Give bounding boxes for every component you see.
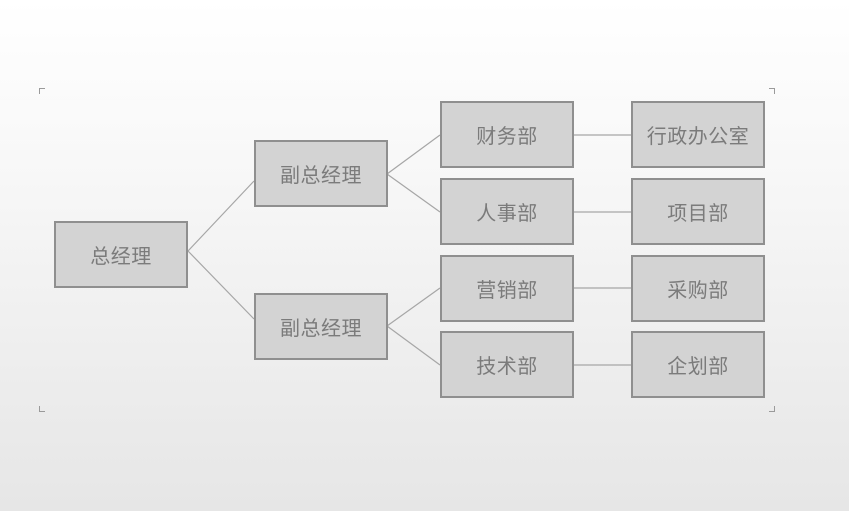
frame-corner-top-left xyxy=(39,88,45,94)
connector-deputy-2-marketing xyxy=(386,287,441,327)
connector-deputy-2-tech xyxy=(386,325,441,366)
node-marketing-department[interactable]: 营销部 xyxy=(440,255,574,322)
connector-root-deputy-1 xyxy=(187,180,255,252)
connector-root-deputy-2 xyxy=(187,250,255,320)
node-deputy-general-manager-1[interactable]: 副总经理 xyxy=(254,140,388,207)
connector-deputy-1-hr xyxy=(386,173,441,213)
node-admin-office[interactable]: 行政办公室 xyxy=(631,101,765,168)
connector-deputy-1-finance xyxy=(386,134,441,175)
frame-corner-bottom-left xyxy=(39,406,45,412)
node-project-department[interactable]: 项目部 xyxy=(631,178,765,245)
node-deputy-general-manager-2[interactable]: 副总经理 xyxy=(254,293,388,360)
frame-corner-top-right xyxy=(769,88,775,94)
node-general-manager[interactable]: 总经理 xyxy=(54,221,188,288)
frame-corner-bottom-right xyxy=(769,406,775,412)
node-planning-department[interactable]: 企划部 xyxy=(631,331,765,398)
node-hr-department[interactable]: 人事部 xyxy=(440,178,574,245)
node-technology-department[interactable]: 技术部 xyxy=(440,331,574,398)
node-purchasing-department[interactable]: 采购部 xyxy=(631,255,765,322)
node-finance-department[interactable]: 财务部 xyxy=(440,101,574,168)
